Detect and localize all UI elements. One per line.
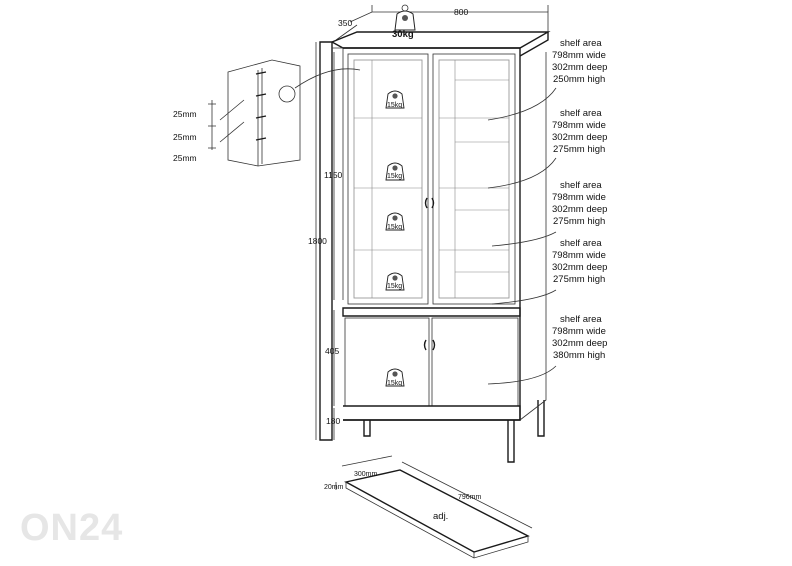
svg-text:302mm deep: 302mm deep — [552, 132, 607, 143]
depth-top-label: 350 — [338, 18, 352, 28]
svg-text:302mm deep: 302mm deep — [552, 338, 607, 349]
loose-shelf-thickness: 20mm — [324, 484, 344, 491]
shelf-area-1: shelf area 798mm wide 302mm deep 250mm h… — [552, 38, 607, 85]
weight-icon-top — [394, 4, 416, 31]
width-top-label: 800 — [454, 7, 468, 17]
svg-text:shelf area: shelf area — [560, 238, 602, 249]
shelf-load-label-4: 15kg — [387, 283, 402, 290]
svg-text:302mm deep: 302mm deep — [552, 262, 607, 273]
pitch-label-1: 25mm — [173, 109, 197, 119]
watermark-logo: ON24 — [20, 507, 123, 549]
top-dimensions: 800 350 30kg — [335, 4, 549, 41]
pitch-label-3: 25mm — [173, 153, 197, 163]
shelf-load-label-3: 15kg — [387, 224, 402, 231]
shelf-load-label-1: 15kg — [387, 102, 402, 109]
svg-text:302mm deep: 302mm deep — [552, 204, 607, 215]
shelf-area-2: shelf area 798mm wide 302mm deep 275mm h… — [552, 108, 607, 155]
total-height-label: 1800 — [308, 236, 327, 246]
svg-text:275mm high: 275mm high — [553, 274, 605, 285]
svg-text:798mm wide: 798mm wide — [552, 120, 606, 131]
svg-text:798mm wide: 798mm wide — [552, 326, 606, 337]
height-dimensions: 1800 1150 405 180 — [308, 42, 343, 440]
weight-icon-shelf-1 — [385, 90, 405, 109]
svg-text:302mm deep: 302mm deep — [552, 62, 607, 73]
svg-text:380mm high: 380mm high — [553, 350, 605, 361]
svg-text:shelf area: shelf area — [560, 314, 602, 325]
svg-text:shelf area: shelf area — [560, 180, 602, 191]
shelf-area-5: shelf area 798mm wide 302mm deep 380mm h… — [552, 314, 607, 361]
svg-text:275mm high: 275mm high — [553, 216, 605, 227]
leg-height-label: 180 — [326, 416, 340, 426]
svg-text:shelf area: shelf area — [560, 108, 602, 119]
svg-text:shelf area: shelf area — [560, 38, 602, 49]
loose-shelf-depth: 300mm — [354, 471, 378, 478]
shelf-load-label-5: 15kg — [387, 380, 402, 387]
shelf-pitch-detail: 25mm 25mm 25mm — [173, 59, 361, 167]
shelf-load-label-2: 15kg — [387, 173, 402, 180]
cabinet-body — [319, 31, 551, 463]
svg-text:798mm wide: 798mm wide — [552, 250, 606, 261]
svg-text:250mm high: 250mm high — [553, 74, 605, 85]
upper-height-label: 1150 — [324, 170, 343, 180]
shelf-area-4: shelf area 798mm wide 302mm deep 275mm h… — [552, 238, 607, 285]
svg-text:275mm high: 275mm high — [553, 144, 605, 155]
weight-icon-shelf-4 — [385, 272, 405, 291]
loose-shelf: 300mm 796mm 20mm adj. — [324, 455, 533, 559]
weight-icon-shelf-3 — [385, 212, 405, 231]
svg-text:798mm wide: 798mm wide — [552, 50, 606, 61]
loose-shelf-length: 796mm — [458, 494, 482, 501]
lower-height-label: 405 — [325, 346, 339, 356]
top-load-label: 30kg — [392, 29, 414, 40]
shelf-area-3: shelf area 798mm wide 302mm deep 275mm h… — [552, 180, 607, 227]
loose-shelf-note: adj. — [433, 511, 448, 522]
weight-icon-shelf-5 — [385, 368, 405, 387]
shelf-load-icons: 15kg 15kg 15kg 15kg 15kg — [385, 90, 405, 387]
svg-text:798mm wide: 798mm wide — [552, 192, 606, 203]
shelf-area-callouts: shelf area 798mm wide 302mm deep 250mm h… — [487, 38, 607, 385]
pitch-label-2: 25mm — [173, 132, 197, 142]
weight-icon-shelf-2 — [385, 162, 405, 181]
